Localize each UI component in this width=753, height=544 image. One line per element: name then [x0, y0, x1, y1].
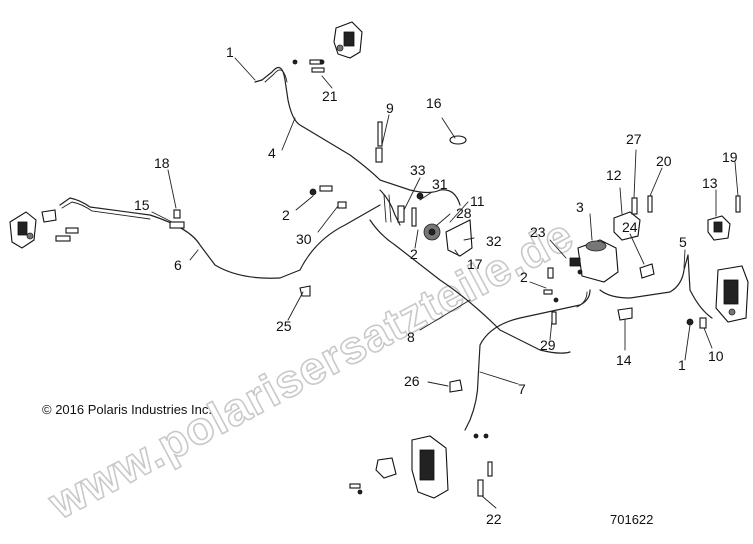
- callout-15: 15: [134, 197, 150, 213]
- callout-2-right: 2: [520, 269, 528, 285]
- callout-17: 17: [467, 256, 483, 272]
- brake-line-7: [464, 289, 591, 431]
- callout-27: 27: [626, 131, 642, 147]
- callout-4: 4: [268, 145, 276, 161]
- part-14: [617, 307, 633, 321]
- callout-30: 30: [296, 231, 312, 247]
- brake-lines: [59, 66, 713, 431]
- callout-24: 24: [622, 219, 638, 235]
- callout-23: 23: [530, 224, 546, 240]
- callout-5: 5: [679, 234, 687, 250]
- brake-line-8: [369, 219, 571, 354]
- callout-11: 11: [470, 193, 485, 209]
- callout-1-top: 1: [226, 44, 234, 60]
- callout-6: 6: [174, 257, 182, 273]
- watermark: www.polarisersatzteile.de: [39, 208, 581, 529]
- callout-20: 20: [656, 153, 672, 169]
- callout-18: 18: [154, 155, 170, 171]
- part-26: [449, 379, 463, 393]
- callout-2-center: 2: [410, 246, 418, 262]
- caliper-left: [9, 209, 57, 249]
- callout-16: 16: [426, 95, 442, 111]
- callout-19: 19: [722, 149, 738, 165]
- callouts: 1 21 4 9 16 18 15 6 33 31 11 2 30 28 2 3…: [134, 44, 738, 527]
- leader-lines: [151, 57, 739, 509]
- bracket: [423, 219, 473, 257]
- part-12: [613, 211, 641, 241]
- callout-13: 13: [702, 175, 718, 191]
- master-cylinder: [569, 239, 619, 283]
- callout-26: 26: [404, 373, 420, 389]
- callout-29: 29: [540, 337, 556, 353]
- callout-32: 32: [486, 233, 502, 249]
- callout-9: 9: [386, 100, 394, 116]
- callout-8: 8: [407, 329, 415, 345]
- caliper-lower: [375, 435, 449, 499]
- callout-3: 3: [576, 199, 584, 215]
- part-24: [639, 263, 655, 279]
- callout-31: 31: [432, 176, 448, 192]
- callout-1-right: 1: [678, 357, 686, 373]
- caliper-top: [333, 21, 363, 59]
- callout-2-left: 2: [282, 207, 290, 223]
- diagram-number: 701622: [610, 512, 653, 527]
- caliper-right: [715, 265, 749, 323]
- callout-7: 7: [518, 381, 526, 397]
- callout-28: 28: [456, 205, 472, 221]
- part-16: [449, 135, 467, 145]
- callout-25: 25: [276, 318, 292, 334]
- callout-14: 14: [616, 352, 632, 368]
- callout-21: 21: [322, 88, 338, 104]
- copyright-text: © 2016 Polaris Industries Inc.: [42, 402, 212, 417]
- callout-12: 12: [606, 167, 622, 183]
- fasteners: [55, 59, 741, 497]
- callout-10: 10: [708, 348, 724, 364]
- brake-line-5: [599, 254, 713, 319]
- callout-22: 22: [486, 511, 502, 527]
- part-13: [707, 215, 731, 241]
- callout-33: 33: [410, 162, 426, 178]
- brake-line-6: [59, 197, 381, 279]
